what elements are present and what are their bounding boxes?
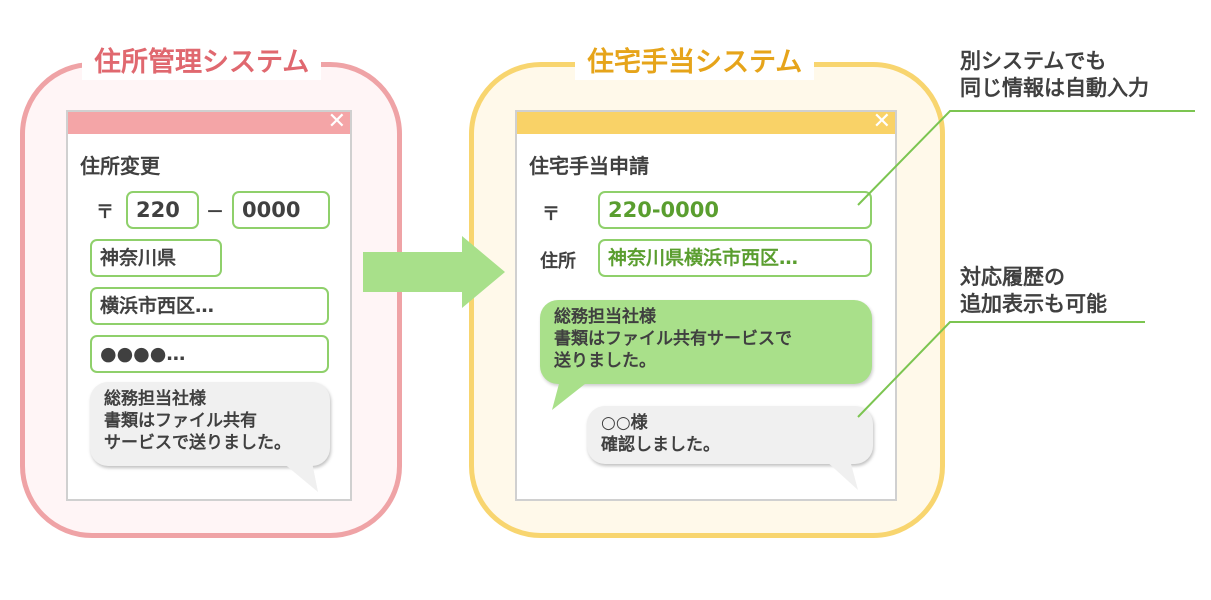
postal-mark: 〒 (96, 202, 114, 223)
street-input[interactable]: ●●●●… (90, 335, 329, 373)
window-titlebar: ✕ (68, 109, 350, 134)
address-management-title: 住所管理システム (82, 46, 322, 80)
reply-line: ○○様 (601, 413, 648, 433)
note-line: 追加表示も可能 (960, 292, 1107, 316)
message-line: 総務担当社様 (104, 389, 206, 409)
note-line: 対応履歴の (960, 265, 1065, 289)
close-icon[interactable]: ✕ (872, 109, 891, 134)
message-bubble-right: 総務担当社様 書類はファイル共有サービスで 送りました。 (540, 300, 872, 384)
message-bubble-left: 総務担当社様 書類はファイル共有 サービスで送りました。 (90, 382, 330, 466)
reply-line: 確認しました。 (601, 435, 720, 455)
callout-line-auto-input (857, 110, 1195, 206)
message-line: サービスで送りました。 (104, 433, 291, 453)
postal-mark: 〒 (542, 204, 560, 225)
bubble-tail-reply (825, 460, 858, 490)
postal-code-first-input[interactable]: 220 (126, 191, 199, 229)
callout-line-history (857, 321, 1145, 418)
postal-code-input[interactable]: 220-0000 (598, 191, 872, 229)
close-icon[interactable]: ✕ (327, 109, 346, 134)
city-input[interactable]: 横浜市西区… (90, 287, 329, 325)
address-input[interactable]: 神奈川県横浜市西区… (598, 239, 872, 277)
note-line: 別システムでも (960, 49, 1107, 73)
address-label: 住所 (540, 251, 576, 272)
message-line: 送りました。 (554, 351, 656, 371)
message-line: 書類はファイル共有 (104, 411, 257, 431)
auto-input-note: 別システムでも 同じ情報は自動入力 (960, 48, 1149, 102)
flow-arrow (363, 236, 505, 308)
note-line: 同じ情報は自動入力 (960, 76, 1149, 100)
bubble-tail-green (552, 380, 590, 410)
window-titlebar: ✕ (517, 109, 895, 134)
bubble-tail-left (282, 462, 318, 492)
housing-allowance-title: 住宅手当システム (575, 46, 815, 80)
form-title-housing-allowance: 住宅手当申請 (529, 154, 649, 178)
prefecture-input[interactable]: 神奈川県 (90, 239, 222, 277)
reply-bubble: ○○様 確認しました。 (587, 406, 873, 464)
message-line: 書類はファイル共有サービスで (554, 329, 792, 349)
postal-separator: － (206, 202, 224, 223)
postal-code-second-input[interactable]: 0000 (232, 191, 330, 229)
message-line: 総務担当社様 (554, 307, 656, 327)
history-note: 対応履歴の 追加表示も可能 (960, 264, 1107, 318)
form-title-address-change: 住所変更 (80, 154, 160, 178)
